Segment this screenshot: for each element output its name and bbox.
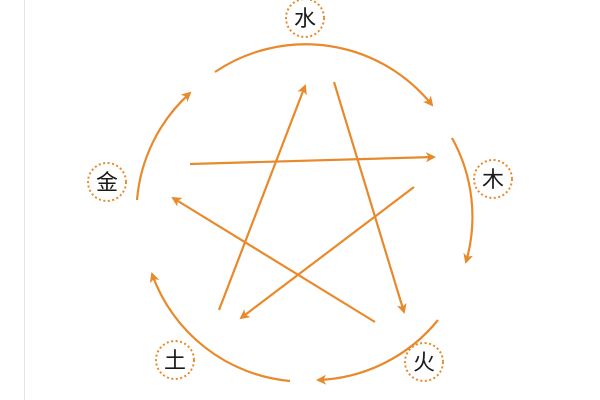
- node-water-ring: [285, 0, 325, 38]
- star-line-water-to-fire: [332, 81, 407, 314]
- node-earth-ring: [155, 340, 195, 380]
- node-fire-label: 火: [413, 351, 435, 376]
- node-wood-label: 木: [482, 168, 504, 193]
- left-divider: [24, 0, 25, 400]
- star-line-wood-to-earth: [239, 186, 415, 320]
- node-water-label: 水: [294, 7, 316, 32]
- arc-water-to-wood: [214, 43, 434, 107]
- node-fire: 火: [404, 342, 444, 382]
- node-wood-ring: [473, 159, 513, 199]
- star-line-fire-to-metal: [171, 196, 376, 323]
- node-fire-ring: [404, 342, 444, 382]
- star-line-earth-to-water: [217, 84, 307, 311]
- node-earth: 土: [155, 340, 195, 380]
- node-metal-label: 金: [96, 171, 118, 196]
- arc-fire-to-earth: [316, 319, 439, 385]
- arc-wood-to-fire: [451, 137, 474, 264]
- node-metal-ring: [87, 162, 127, 202]
- node-wood: 木: [473, 159, 513, 199]
- generating-cycle: [135, 43, 474, 385]
- node-water: 水: [285, 0, 325, 38]
- star-line-metal-to-wood: [189, 152, 436, 166]
- arc-earth-to-metal: [149, 272, 291, 383]
- arc-metal-to-water: [135, 91, 192, 201]
- overcoming-cycle: [171, 81, 436, 323]
- node-metal: 金: [87, 162, 127, 202]
- node-earth-label: 土: [164, 349, 186, 374]
